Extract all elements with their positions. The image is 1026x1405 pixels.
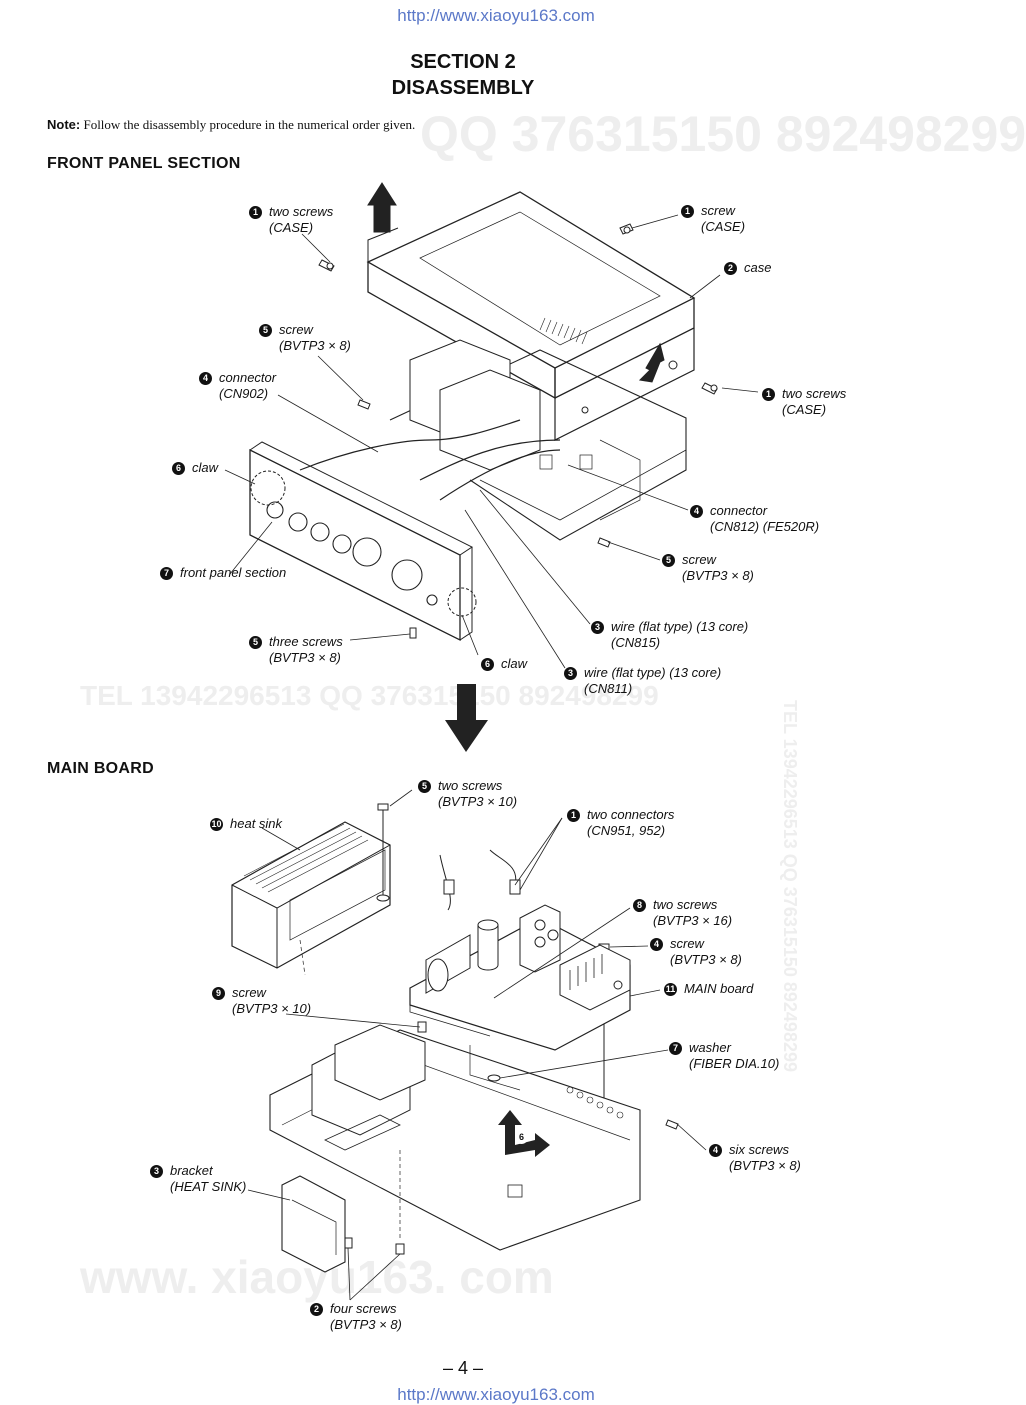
section-title: SECTION 2	[410, 51, 516, 73]
main-board-heading: MAIN BOARD	[47, 760, 154, 777]
front-panel-drawing	[249, 182, 718, 642]
section-subtitle: DISASSEMBLY	[391, 77, 535, 99]
front-panel-heading: FRONT PANEL SECTION	[47, 155, 241, 172]
note-label: Note:	[47, 117, 81, 132]
lift-arrow-icon	[367, 182, 397, 233]
main-board-drawing	[231, 803, 679, 1273]
footer-url[interactable]: http://www.xiaoyu163.com	[397, 1385, 595, 1404]
note-text: Follow the disassembly procedure in the …	[80, 117, 416, 132]
page-number: – 4 –	[442, 1358, 484, 1378]
step-marker: 6	[515, 1128, 535, 1146]
disassembly-diagram	[224, 182, 759, 1301]
slide-arrow-icon	[638, 342, 665, 383]
header-url[interactable]: http://www.xiaoyu163.com	[397, 6, 595, 25]
rotate-arrow-icon	[498, 1110, 550, 1157]
next-step-arrow-icon	[445, 684, 488, 752]
note: Note: Follow the disassembly procedure i…	[47, 117, 415, 133]
